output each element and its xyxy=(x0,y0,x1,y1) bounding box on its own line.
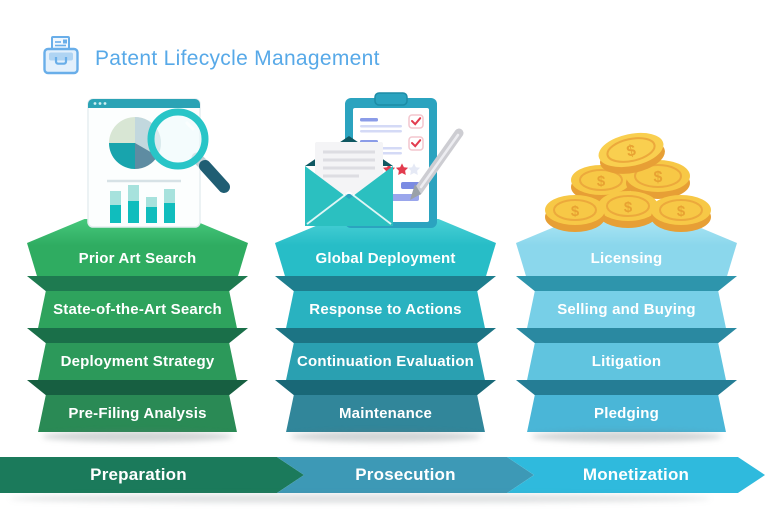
tier-label: Maintenance xyxy=(338,405,433,422)
stack-shadow xyxy=(42,431,233,442)
tier-label: Selling and Buying xyxy=(557,301,696,318)
page-title: Patent Lifecycle Management xyxy=(95,46,380,70)
tier-pledging: Pledging xyxy=(516,380,737,432)
clipboard-checklist-envelope-icon xyxy=(297,92,482,237)
phase-label: Monetization xyxy=(582,465,690,484)
phase-arrow-prosecution: Prosecution xyxy=(277,457,534,493)
ribbon-shadow xyxy=(10,494,710,503)
svg-text:$: $ xyxy=(654,169,663,186)
tier-label: Prior Art Search xyxy=(78,249,197,267)
column-prosecution: Global Deployment Response to Actions Co… xyxy=(275,219,496,451)
column-preparation: Prior Art Search State-of-the-Art Search… xyxy=(27,219,248,451)
tier-label: Pre-Filing Analysis xyxy=(68,405,207,422)
phase-arrow-monetization: Monetization xyxy=(507,457,765,493)
page-header: Patent Lifecycle Management xyxy=(40,36,380,81)
tier-prior-art-search: Prior Art Search xyxy=(27,219,248,276)
tier-label: Deployment Strategy xyxy=(60,353,215,370)
svg-text:$: $ xyxy=(677,203,686,220)
phase-arrow-preparation: Preparation xyxy=(0,457,304,493)
tier-continuation-evaluation: Continuation Evaluation xyxy=(275,328,496,380)
archive-box-icon xyxy=(40,36,82,81)
tier-label: State-of-the-Art Search xyxy=(53,301,222,318)
tier-label: Continuation Evaluation xyxy=(296,353,475,370)
stack-shadow xyxy=(531,431,722,442)
tier-label: Response to Actions xyxy=(309,301,462,318)
tier-response-to-actions: Response to Actions xyxy=(275,276,496,328)
tier-litigation: Litigation xyxy=(516,328,737,380)
tier-licensing: Licensing xyxy=(516,219,737,276)
lifecycle-phase-ribbon: Preparation Prosecution Monetization xyxy=(0,457,768,493)
tier-label: Litigation xyxy=(591,353,662,370)
svg-text:$: $ xyxy=(624,199,633,216)
tier-pre-filing-analysis: Pre-Filing Analysis xyxy=(27,380,248,432)
stack-shadow xyxy=(290,431,481,442)
svg-text:$: $ xyxy=(597,173,606,190)
tier-selling-and-buying: Selling and Buying xyxy=(516,276,737,328)
tier-state-of-the-art-search: State-of-the-Art Search xyxy=(27,276,248,328)
svg-text:$: $ xyxy=(571,203,580,220)
document-analysis-magnifier-icon xyxy=(83,97,233,237)
svg-text:$: $ xyxy=(625,142,637,160)
tier-label: Global Deployment xyxy=(315,249,456,267)
tier-label: Licensing xyxy=(590,249,663,267)
tier-deployment-strategy: Deployment Strategy xyxy=(27,328,248,380)
phase-label: Preparation xyxy=(90,465,187,484)
phase-label: Prosecution xyxy=(355,465,456,484)
tier-label: Pledging xyxy=(594,405,659,422)
tier-maintenance: Maintenance xyxy=(275,380,496,432)
column-monetization: Licensing Selling and Buying Litigation … xyxy=(516,219,737,451)
tier-global-deployment: Global Deployment xyxy=(275,219,496,276)
